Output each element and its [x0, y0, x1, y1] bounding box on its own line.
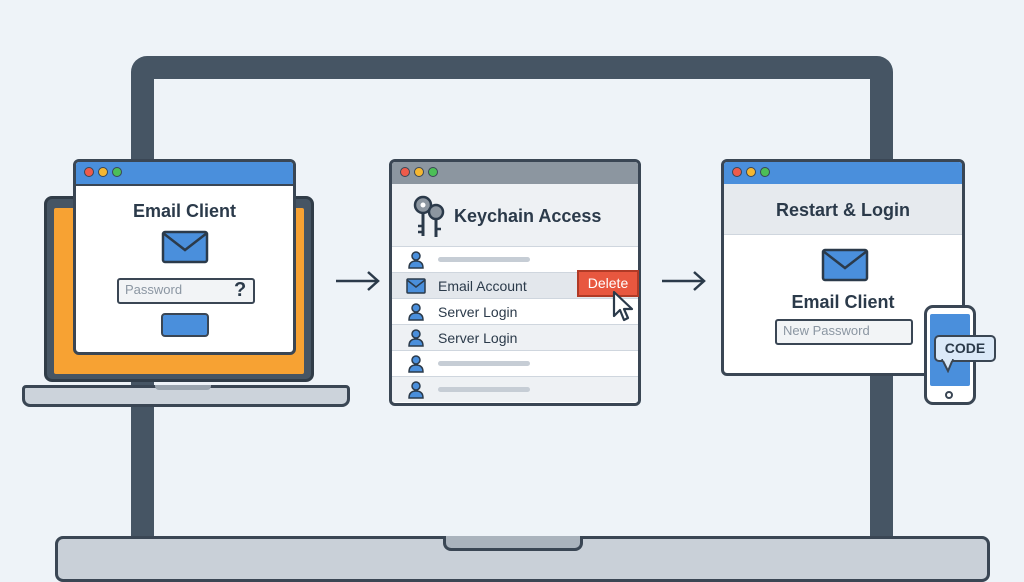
person-icon — [408, 329, 424, 347]
zoom-dot-icon[interactable] — [428, 167, 438, 177]
delete-button[interactable]: Delete — [577, 270, 639, 297]
email-client-window: Email Client Password ? — [73, 159, 296, 355]
email-window-titlebar — [76, 162, 293, 186]
keychain-window-title: Keychain Access — [454, 206, 602, 226]
person-icon — [408, 355, 424, 373]
new-password-field[interactable]: New Password — [775, 319, 913, 345]
restart-window-titlebar — [724, 162, 962, 186]
list-item-label: Email Account — [438, 278, 527, 294]
close-dot-icon[interactable] — [84, 167, 94, 177]
minimize-dot-icon[interactable] — [746, 167, 756, 177]
envelope-icon — [821, 248, 869, 282]
list-item[interactable] — [392, 246, 638, 272]
list-item-label: Server Login — [438, 330, 518, 346]
code-bubble: CODE — [934, 335, 996, 362]
minimize-dot-icon[interactable] — [98, 167, 108, 177]
arrow-right-icon — [662, 271, 706, 291]
list-item-server-login[interactable]: Server Login — [392, 324, 638, 350]
list-item[interactable] — [392, 376, 638, 402]
keychain-window-titlebar — [392, 162, 638, 186]
person-icon — [408, 303, 424, 321]
restart-header — [724, 184, 962, 235]
keychain-access-window: Keychain Access Email Account Server Log… — [389, 159, 641, 406]
zoom-dot-icon[interactable] — [112, 167, 122, 177]
envelope-icon — [161, 230, 209, 264]
monitor-notch — [443, 536, 583, 551]
minimize-dot-icon[interactable] — [414, 167, 424, 177]
placeholder-bar — [438, 387, 530, 392]
close-dot-icon[interactable] — [400, 167, 410, 177]
keys-icon — [413, 195, 445, 237]
mouse-cursor-icon — [612, 290, 634, 322]
email-window-title: Email Client — [132, 201, 237, 221]
person-icon — [408, 381, 424, 399]
help-icon[interactable]: ? — [234, 279, 247, 301]
zoom-dot-icon[interactable] — [760, 167, 770, 177]
list-item[interactable] — [392, 350, 638, 376]
laptop-notch — [155, 385, 211, 390]
list-item-server-login[interactable]: Server Login — [392, 298, 638, 324]
placeholder-bar — [438, 257, 530, 262]
restart-window-title: Restart & Login — [775, 200, 910, 220]
close-dot-icon[interactable] — [732, 167, 742, 177]
speech-bubble-tail-icon — [941, 359, 954, 373]
password-field[interactable]: Password — [117, 278, 255, 304]
restart-window-subtitle: Email Client — [791, 292, 895, 312]
keychain-header: Keychain Access — [392, 184, 638, 246]
phone-home-button — [945, 391, 953, 399]
arrow-right-icon — [336, 271, 380, 291]
list-item-label: Server Login — [438, 304, 518, 320]
envelope-icon — [406, 278, 426, 294]
placeholder-bar — [438, 361, 530, 366]
login-button[interactable] — [161, 313, 209, 337]
person-icon — [408, 251, 424, 269]
